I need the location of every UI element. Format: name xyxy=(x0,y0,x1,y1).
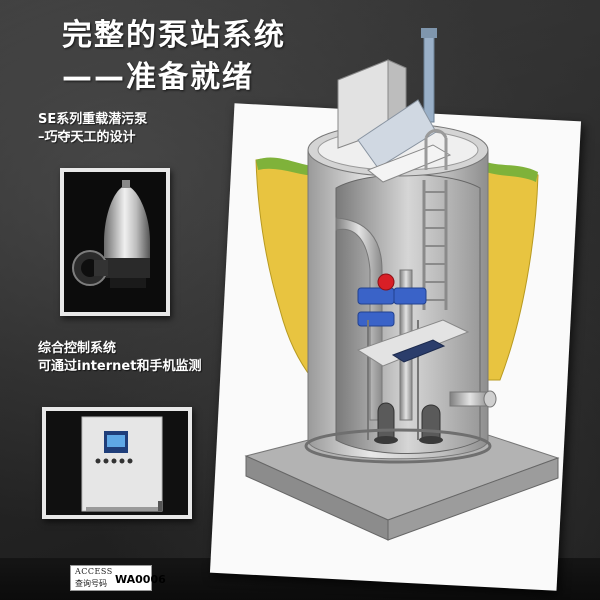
headline-line-2: ——准备就绪 xyxy=(62,60,254,95)
submersible-pump-icon xyxy=(64,172,166,312)
pump-station-cutaway-icon xyxy=(244,28,560,541)
access-label: ACCESS xyxy=(75,567,113,576)
pump-feature-caption: SE系列重载潜污泵 –巧夺天工的设计 xyxy=(38,111,147,147)
control-feature-title: 综合控制系统 xyxy=(38,341,117,356)
pump-feature-subtitle: –巧夺天工的设计 xyxy=(38,130,136,145)
control-cabinet-icon xyxy=(46,411,188,515)
headline-line-1: 完整的泵站系统 xyxy=(62,18,286,53)
pump-feature-title: SE系列重载潜污泵 xyxy=(38,112,148,127)
control-cabinet-photo xyxy=(42,407,192,519)
control-feature-subtitle: 可通过internet和手机监测 xyxy=(38,359,202,374)
access-sublabel: 查询号码 xyxy=(75,579,107,588)
pump-photo xyxy=(60,168,170,316)
access-badge: ACCESS 查询号码 WA0006 xyxy=(70,565,166,591)
access-code: WA0006 xyxy=(115,573,166,586)
control-feature-caption: 综合控制系统 可通过internet和手机监测 xyxy=(38,340,201,376)
